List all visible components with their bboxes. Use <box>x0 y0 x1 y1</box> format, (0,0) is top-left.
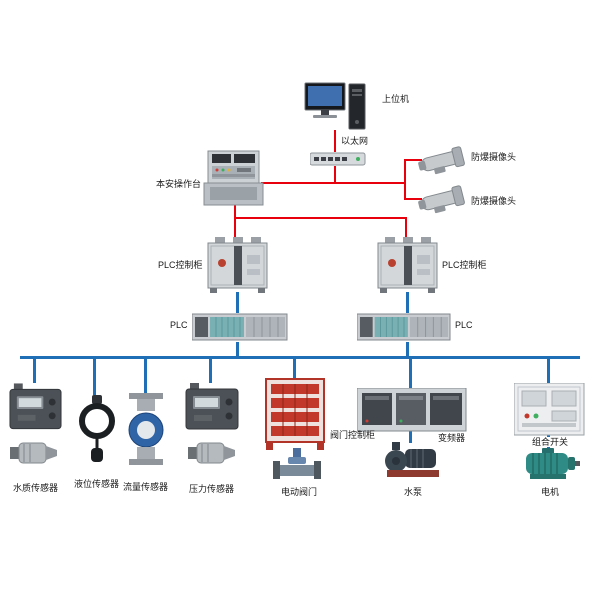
label-electric-valve: 电动阀门 <box>281 487 318 497</box>
label-inverter: 变频器 <box>438 433 466 443</box>
label-combo-switch: 组合开关 <box>531 437 570 448</box>
label-plc-left: PLC <box>170 320 188 330</box>
label-valve-cabinet: 阀门控制柜 <box>330 430 376 440</box>
combination-switch-cabinet-graphic <box>514 383 585 436</box>
line-camera-top-stub <box>404 159 422 161</box>
label-camera-bottom: 防爆摄像头 <box>471 196 517 206</box>
pressure-sensor-box-graphic <box>184 383 240 433</box>
plc-cabinet-right-graphic <box>377 237 438 293</box>
explosion-proof-camera-top-graphic <box>418 145 468 176</box>
field-bus <box>20 356 580 359</box>
label-ethernet: 以太网 <box>341 136 369 146</box>
label-level-sensor: 液位传感器 <box>74 479 120 489</box>
drop-valve-cabinet <box>293 358 296 378</box>
drop-pressure <box>209 358 212 383</box>
line-to-right-cabinet <box>405 217 407 239</box>
label-pressure-sensor: 压力传感器 <box>189 484 235 494</box>
line-plcright-to-bus <box>406 342 409 357</box>
line-host-to-switch <box>334 130 336 152</box>
water-quality-sensor-box-graphic <box>8 383 63 433</box>
safe-console-graphic <box>203 150 264 207</box>
label-plc-cabinet-left: PLC控制柜 <box>158 260 203 270</box>
inverter-cabinet-graphic <box>357 388 467 432</box>
drop-flow <box>144 358 147 393</box>
line-upper-horizontal <box>261 182 406 184</box>
water-quality-probe-graphic <box>10 440 58 466</box>
drop-level <box>93 358 96 395</box>
line-rightcab-to-plc <box>406 292 409 313</box>
motor-graphic <box>518 448 580 482</box>
plc-cabinet-left-graphic <box>207 237 268 293</box>
label-host: 上位机 <box>382 94 410 104</box>
electric-valve-graphic <box>272 448 322 482</box>
line-camera-trunk <box>404 159 406 200</box>
plc-rack-left-graphic <box>192 312 288 342</box>
label-motor: 电机 <box>541 487 560 497</box>
label-plc-right: PLC <box>455 320 473 330</box>
label-camera-top: 防爆摄像头 <box>471 152 517 162</box>
line-to-left-cabinet <box>234 217 236 239</box>
line-plcleft-to-bus <box>236 342 239 357</box>
line-console-down <box>234 205 236 219</box>
flow-sensor-graphic <box>124 393 168 465</box>
water-pump-graphic <box>383 442 443 480</box>
drop-water-quality <box>33 358 36 383</box>
label-water-pump: 水泵 <box>404 487 423 497</box>
line-switch-down <box>334 166 336 184</box>
pressure-probe-graphic <box>188 440 236 466</box>
label-plc-cabinet-right: PLC控制柜 <box>442 260 487 270</box>
host-computer-graphic <box>304 82 366 132</box>
label-flow-sensor: 流量传感器 <box>123 482 169 492</box>
drop-inverter <box>409 358 412 388</box>
explosion-proof-camera-bottom-graphic <box>418 184 468 215</box>
valve-control-cabinet-graphic <box>263 378 327 450</box>
level-sensor-graphic <box>76 395 118 463</box>
drop-combo-switch <box>547 358 550 383</box>
line-camera-bottom-stub <box>404 198 422 200</box>
line-lower-horizontal <box>234 217 407 219</box>
plc-rack-right-graphic <box>357 312 451 342</box>
ethernet-switch-graphic <box>310 150 366 167</box>
line-leftcab-to-plc <box>236 292 239 313</box>
label-water-quality-sensor: 水质传感器 <box>13 483 59 493</box>
label-console: 本安操作台 <box>156 179 202 189</box>
line-inverter-to-pump <box>409 430 412 443</box>
